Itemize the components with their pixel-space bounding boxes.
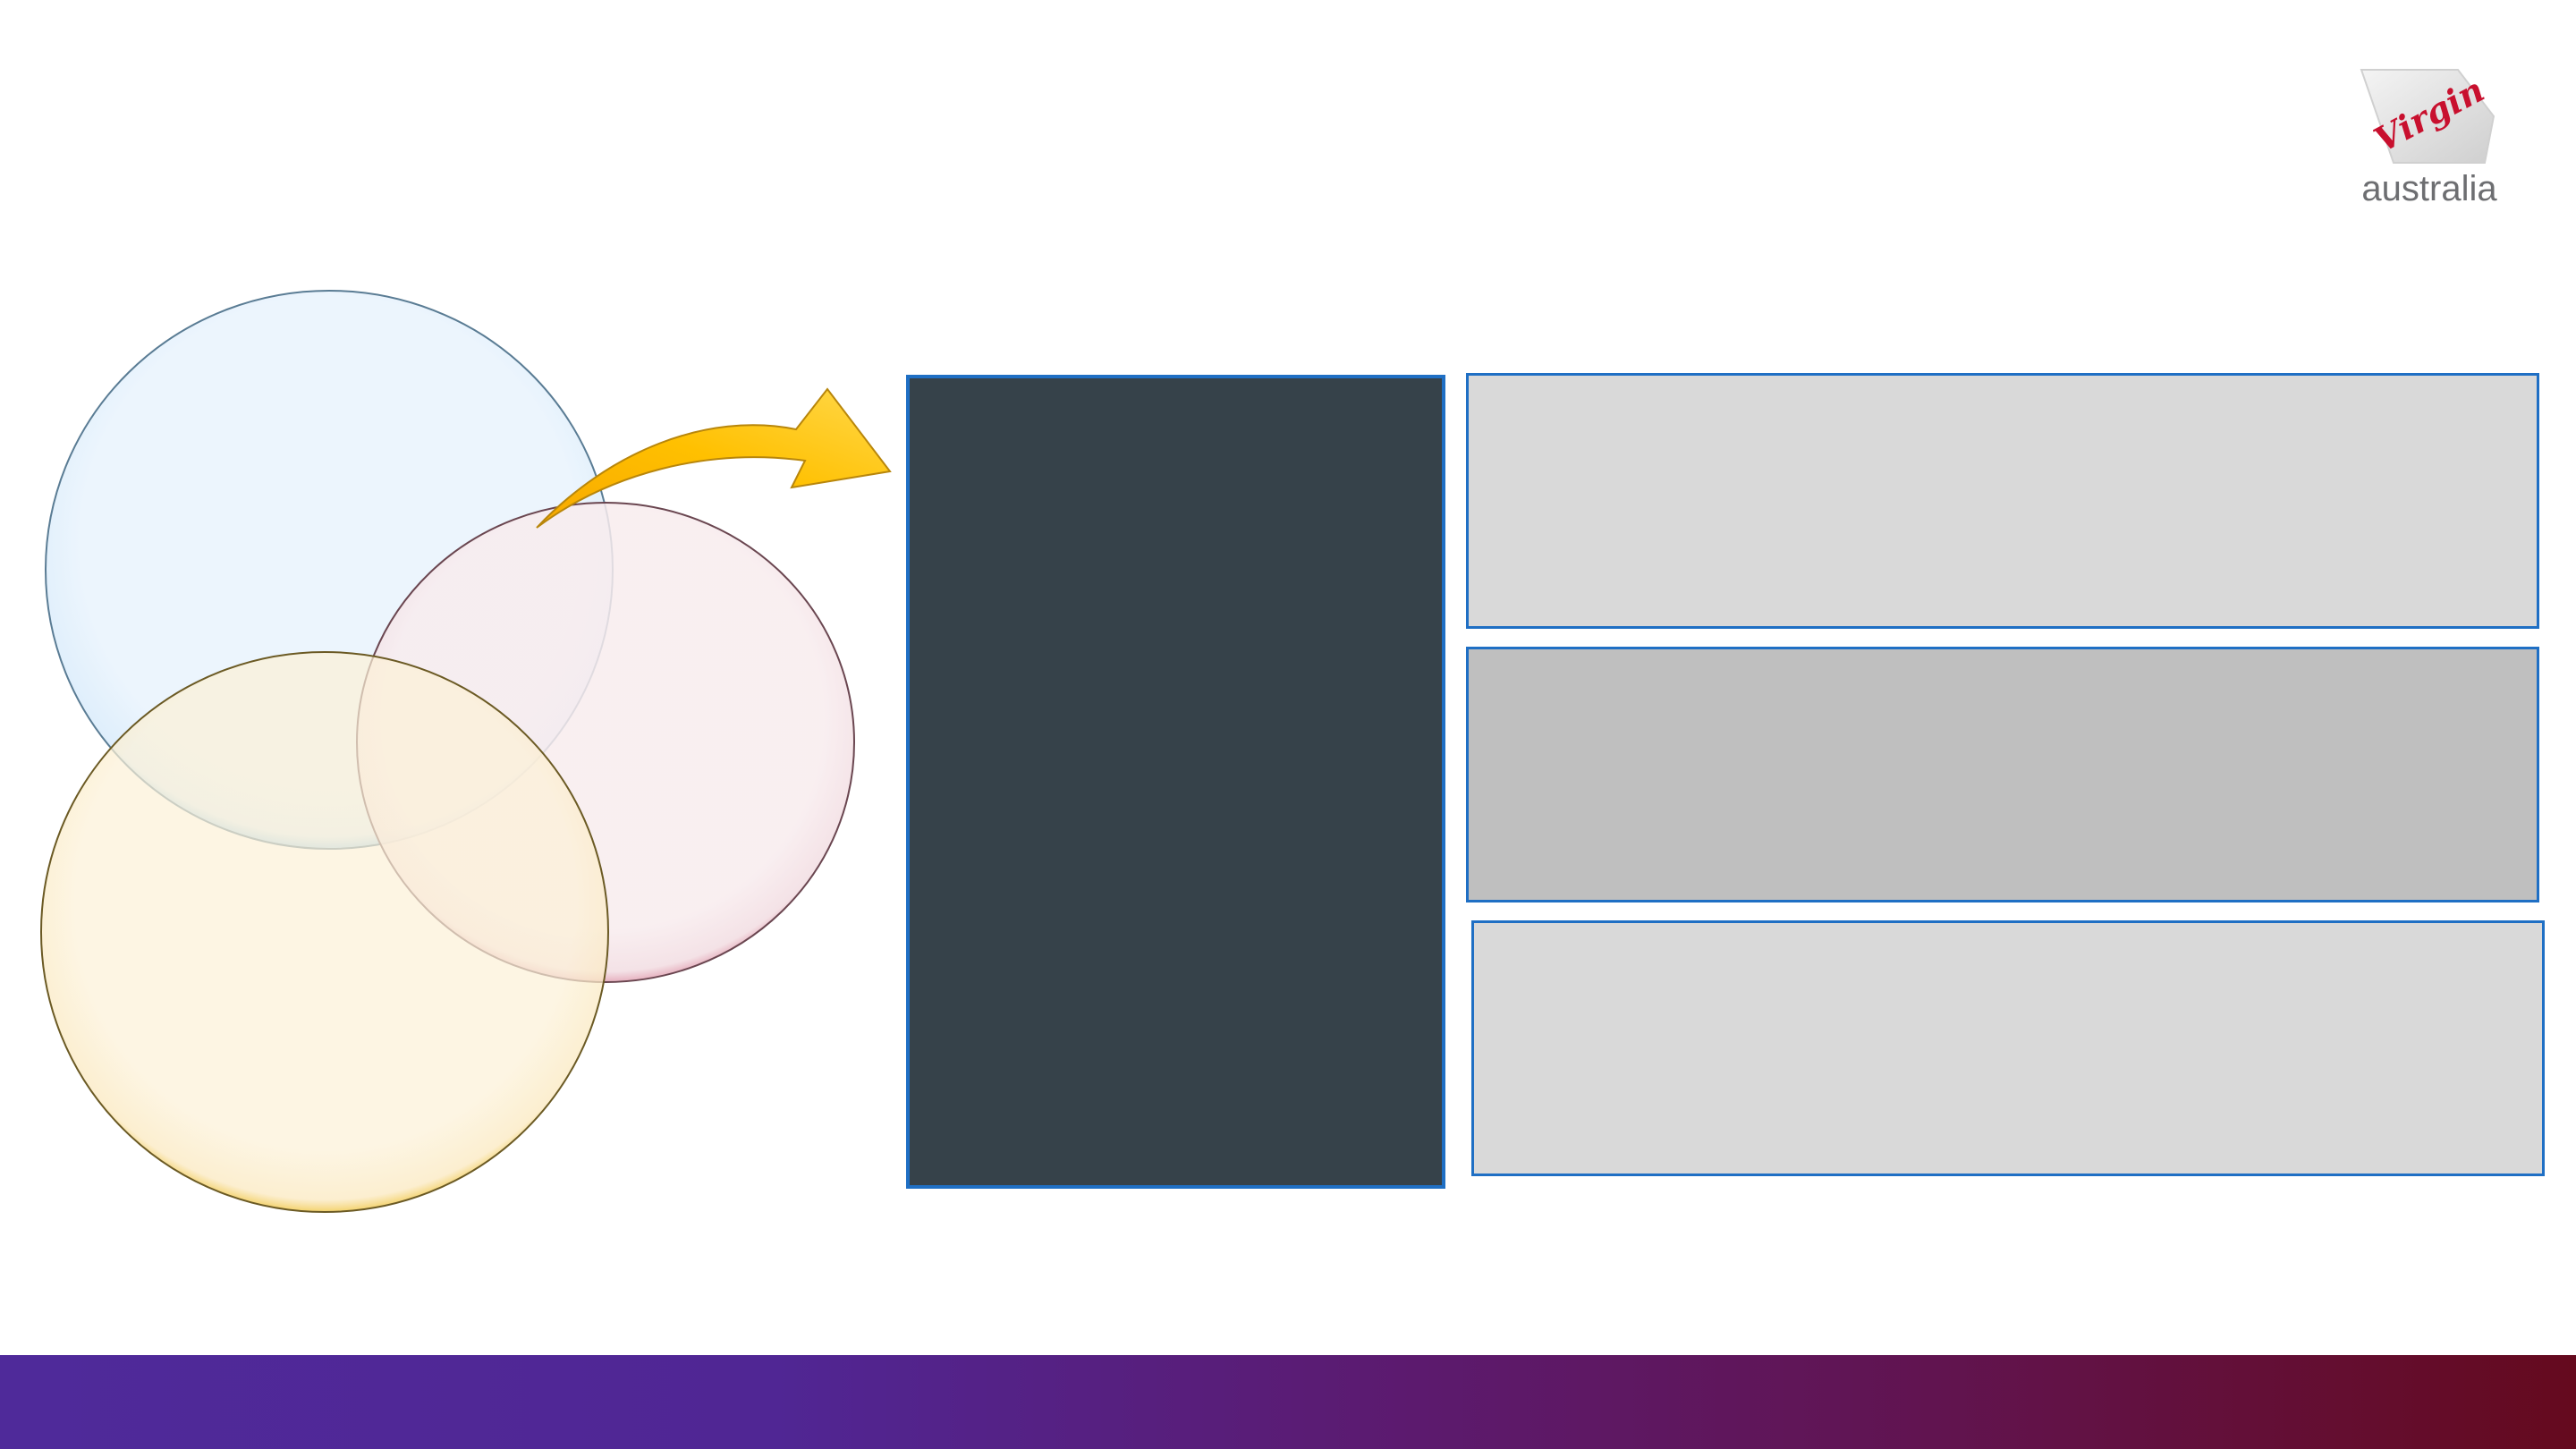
light-content-panel-bottom <box>1471 920 2545 1176</box>
virgin-australia-logo: Virgin australia <box>2352 66 2504 209</box>
curved-arrow <box>536 387 892 529</box>
venn-graphic <box>40 290 892 1213</box>
venn-diagram <box>27 277 921 1225</box>
light-content-panel-top <box>1466 373 2539 629</box>
venn-circle-yellow <box>40 651 609 1213</box>
logo-graphic: Virgin australia <box>2360 69 2497 208</box>
dark-content-panel <box>906 375 1445 1189</box>
footer-gradient-bar <box>0 1355 2576 1449</box>
mid-content-panel <box>1466 647 2539 902</box>
logo-word-text: australia <box>2361 169 2497 208</box>
logo-tail-shape <box>2360 69 2496 164</box>
